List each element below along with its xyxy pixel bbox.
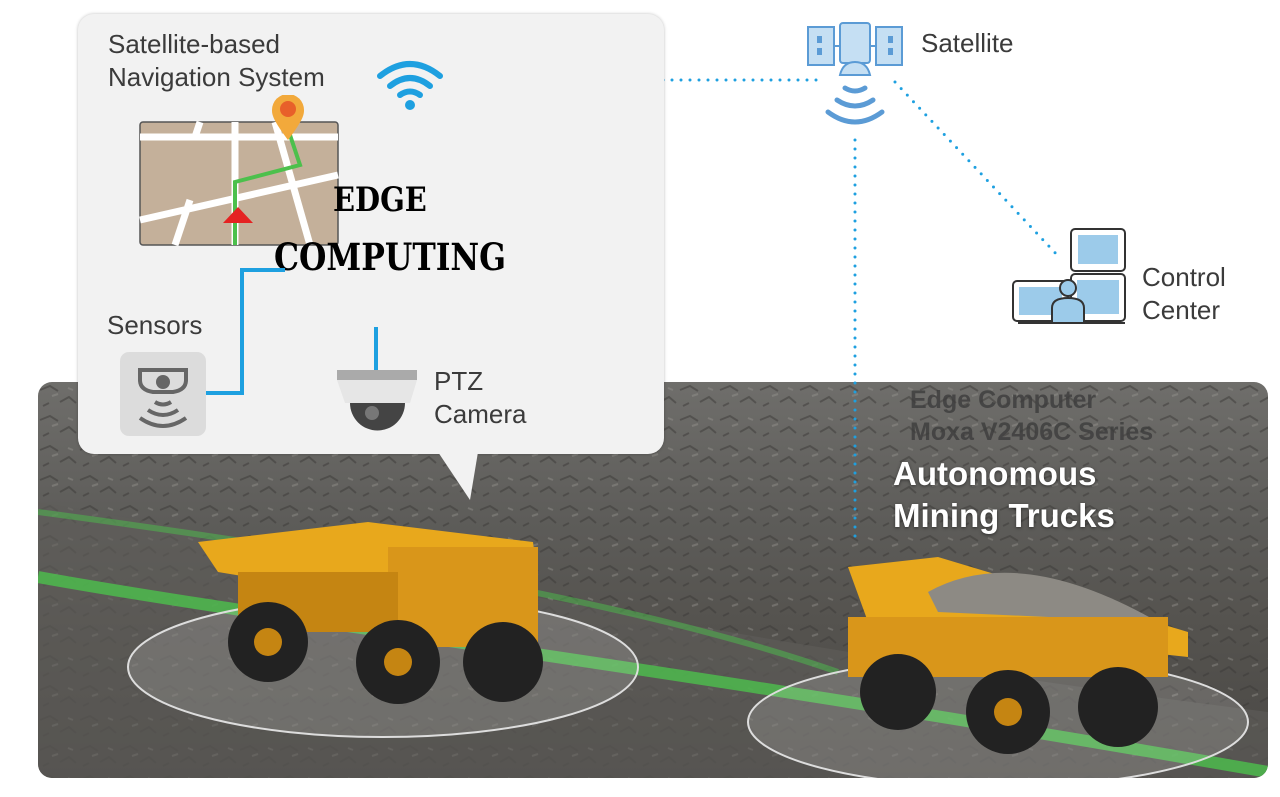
sensors-label: Sensors xyxy=(107,310,203,340)
location-pin-icon xyxy=(272,95,304,140)
callout-tail xyxy=(430,440,480,500)
mining-site-photo xyxy=(38,382,1268,778)
satellite-label: Satellite xyxy=(921,28,1014,58)
ptz-camera-icon xyxy=(337,370,417,431)
satellite-icon xyxy=(807,22,903,125)
edge-computer-label: Edge Computer xyxy=(910,386,1097,414)
control-center-label-line2: Center xyxy=(1142,295,1221,325)
control-center-label-line1: Control xyxy=(1142,262,1226,292)
map-navigation-icon xyxy=(139,95,339,247)
trucks-title-line1: Autonomous xyxy=(893,455,1097,492)
trucks-title-line2: Mining Trucks xyxy=(893,497,1115,534)
mining-scene xyxy=(38,382,1268,778)
sensor-icon xyxy=(120,352,206,436)
ptz-camera-label-line1: PTZ xyxy=(434,366,484,396)
sensor-link-line xyxy=(205,268,378,395)
mining-truck xyxy=(198,522,543,704)
ptz-camera-label-line2: Camera xyxy=(434,399,527,429)
edge-computer-model-label: Moxa V2406C Series xyxy=(910,418,1154,446)
control-center-icon xyxy=(1012,228,1126,324)
wifi-icon xyxy=(377,61,443,110)
nav-system-label-line2: Navigation System xyxy=(108,62,325,92)
mining-truck xyxy=(848,557,1188,754)
nav-system-label-line1: Satellite-based xyxy=(108,29,280,59)
edge-computing-title-line2: COMPUTING xyxy=(274,235,507,279)
edge-computing-title-line1: EDGE xyxy=(333,180,427,220)
